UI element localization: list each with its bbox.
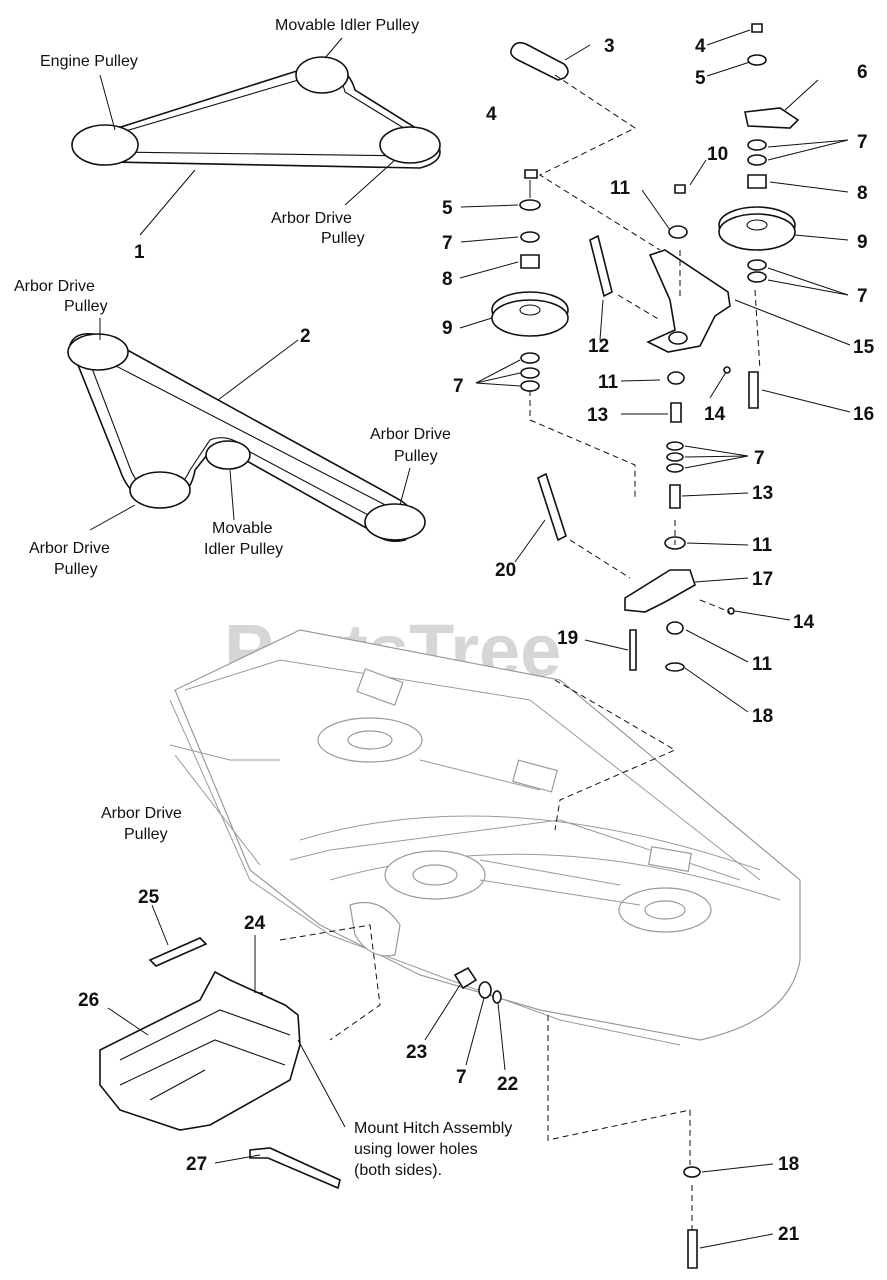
label-movable-idler-line2: Idler Pulley <box>204 541 283 558</box>
label-engine-pulley: Engine Pulley <box>40 53 138 70</box>
callout: 26 <box>78 990 99 1011</box>
label-mount-note-line3: (both sides). <box>354 1162 442 1179</box>
label-arbor-drive-right-line2: Pulley <box>394 448 438 465</box>
arbor-drive-pulley-icon <box>67 333 129 371</box>
callout: 1 <box>134 242 145 263</box>
callout: 9 <box>857 232 868 253</box>
mower-deck <box>169 629 801 1046</box>
callout: 8 <box>857 183 868 204</box>
arbor-drive-pulley-icon <box>379 126 441 164</box>
engine-pulley-icon <box>71 124 139 166</box>
callout: 7 <box>456 1067 467 1088</box>
callout: 25 <box>138 887 160 908</box>
callout: 12 <box>588 336 609 357</box>
callout: 7 <box>754 448 765 469</box>
right-pulley-stack <box>718 23 800 283</box>
label-mount-note-line1: Mount Hitch Assembly <box>354 1120 512 1137</box>
label-movable-idler-pulley: Movable Idler Pulley <box>275 17 419 34</box>
callout: 11 <box>598 372 619 393</box>
callout: 23 <box>406 1042 427 1063</box>
callout: 13 <box>752 483 773 504</box>
label-movable-idler-line1: Movable <box>212 520 273 537</box>
callout: 3 <box>604 36 615 57</box>
callout: 24 <box>244 913 266 934</box>
callout: 4 <box>486 104 497 125</box>
label-arbor-drive-deck-line1: Arbor Drive <box>101 805 182 822</box>
callout: 19 <box>557 628 578 649</box>
part-3-tube <box>510 41 569 81</box>
callout: 18 <box>752 706 773 727</box>
callout-numbers: 1 2 3 4 4 5 5 6 7 7 7 7 7 7 8 8 9 9 10 1… <box>78 36 875 1245</box>
callout: 14 <box>704 404 726 425</box>
callout: 10 <box>707 144 728 165</box>
callout: 7 <box>857 286 868 307</box>
movable-idler-pulley-icon <box>205 440 251 470</box>
label-mount-note-line2: using lower holes <box>354 1141 478 1158</box>
label-arbor-drive-bottom-line2: Pulley <box>54 561 98 578</box>
center-lower-stack <box>537 441 735 672</box>
callout: 20 <box>495 560 516 581</box>
callout: 11 <box>610 178 631 199</box>
callout: 11 <box>752 654 773 675</box>
label-arbor-drive-left-line2: Pulley <box>64 298 108 315</box>
callout: 2 <box>300 326 311 347</box>
label-arbor-drive-top-line2: Pulley <box>321 230 365 247</box>
label-arbor-drive-deck-line2: Pulley <box>124 826 168 843</box>
callout: 14 <box>793 612 815 633</box>
idler-bracket-15 <box>589 184 759 423</box>
arbor-drive-pulley-icon <box>364 503 426 541</box>
left-pulley-stack <box>491 169 569 392</box>
arbor-drive-pulley-icon <box>129 471 191 509</box>
callout: 7 <box>453 376 464 397</box>
label-arbor-drive-right-line1: Arbor Drive <box>370 426 451 443</box>
callout: 16 <box>853 404 874 425</box>
callout: 22 <box>497 1074 518 1095</box>
callout: 18 <box>778 1154 799 1175</box>
callout: 7 <box>857 132 868 153</box>
callout: 13 <box>587 405 608 426</box>
callout: 8 <box>442 269 453 290</box>
callout: 21 <box>778 1224 800 1245</box>
text-labels: Engine Pulley Movable Idler Pulley Arbor… <box>14 17 512 1179</box>
callout: 27 <box>186 1154 207 1175</box>
callout: 4 <box>695 36 706 57</box>
callout: 17 <box>752 569 773 590</box>
hitch-assembly <box>99 937 341 1190</box>
label-arbor-drive-bottom-line1: Arbor Drive <box>29 540 110 557</box>
callout: 7 <box>442 233 453 254</box>
label-arbor-drive-left-line1: Arbor Drive <box>14 278 95 295</box>
belt-1-assembly <box>71 56 441 169</box>
alignment-lines <box>279 74 761 1230</box>
leader-lines <box>89 29 851 1249</box>
deck-side-parts <box>453 966 701 1269</box>
callout: 15 <box>853 337 875 358</box>
callout: 9 <box>442 318 453 339</box>
movable-idler-pulley-icon <box>295 56 349 94</box>
belt-2-assembly <box>67 332 426 543</box>
callout: 6 <box>857 62 868 83</box>
callout: 5 <box>695 68 706 89</box>
label-arbor-drive-top-line1: Arbor Drive <box>271 210 352 227</box>
callout: 5 <box>442 198 453 219</box>
callout: 11 <box>752 535 773 556</box>
